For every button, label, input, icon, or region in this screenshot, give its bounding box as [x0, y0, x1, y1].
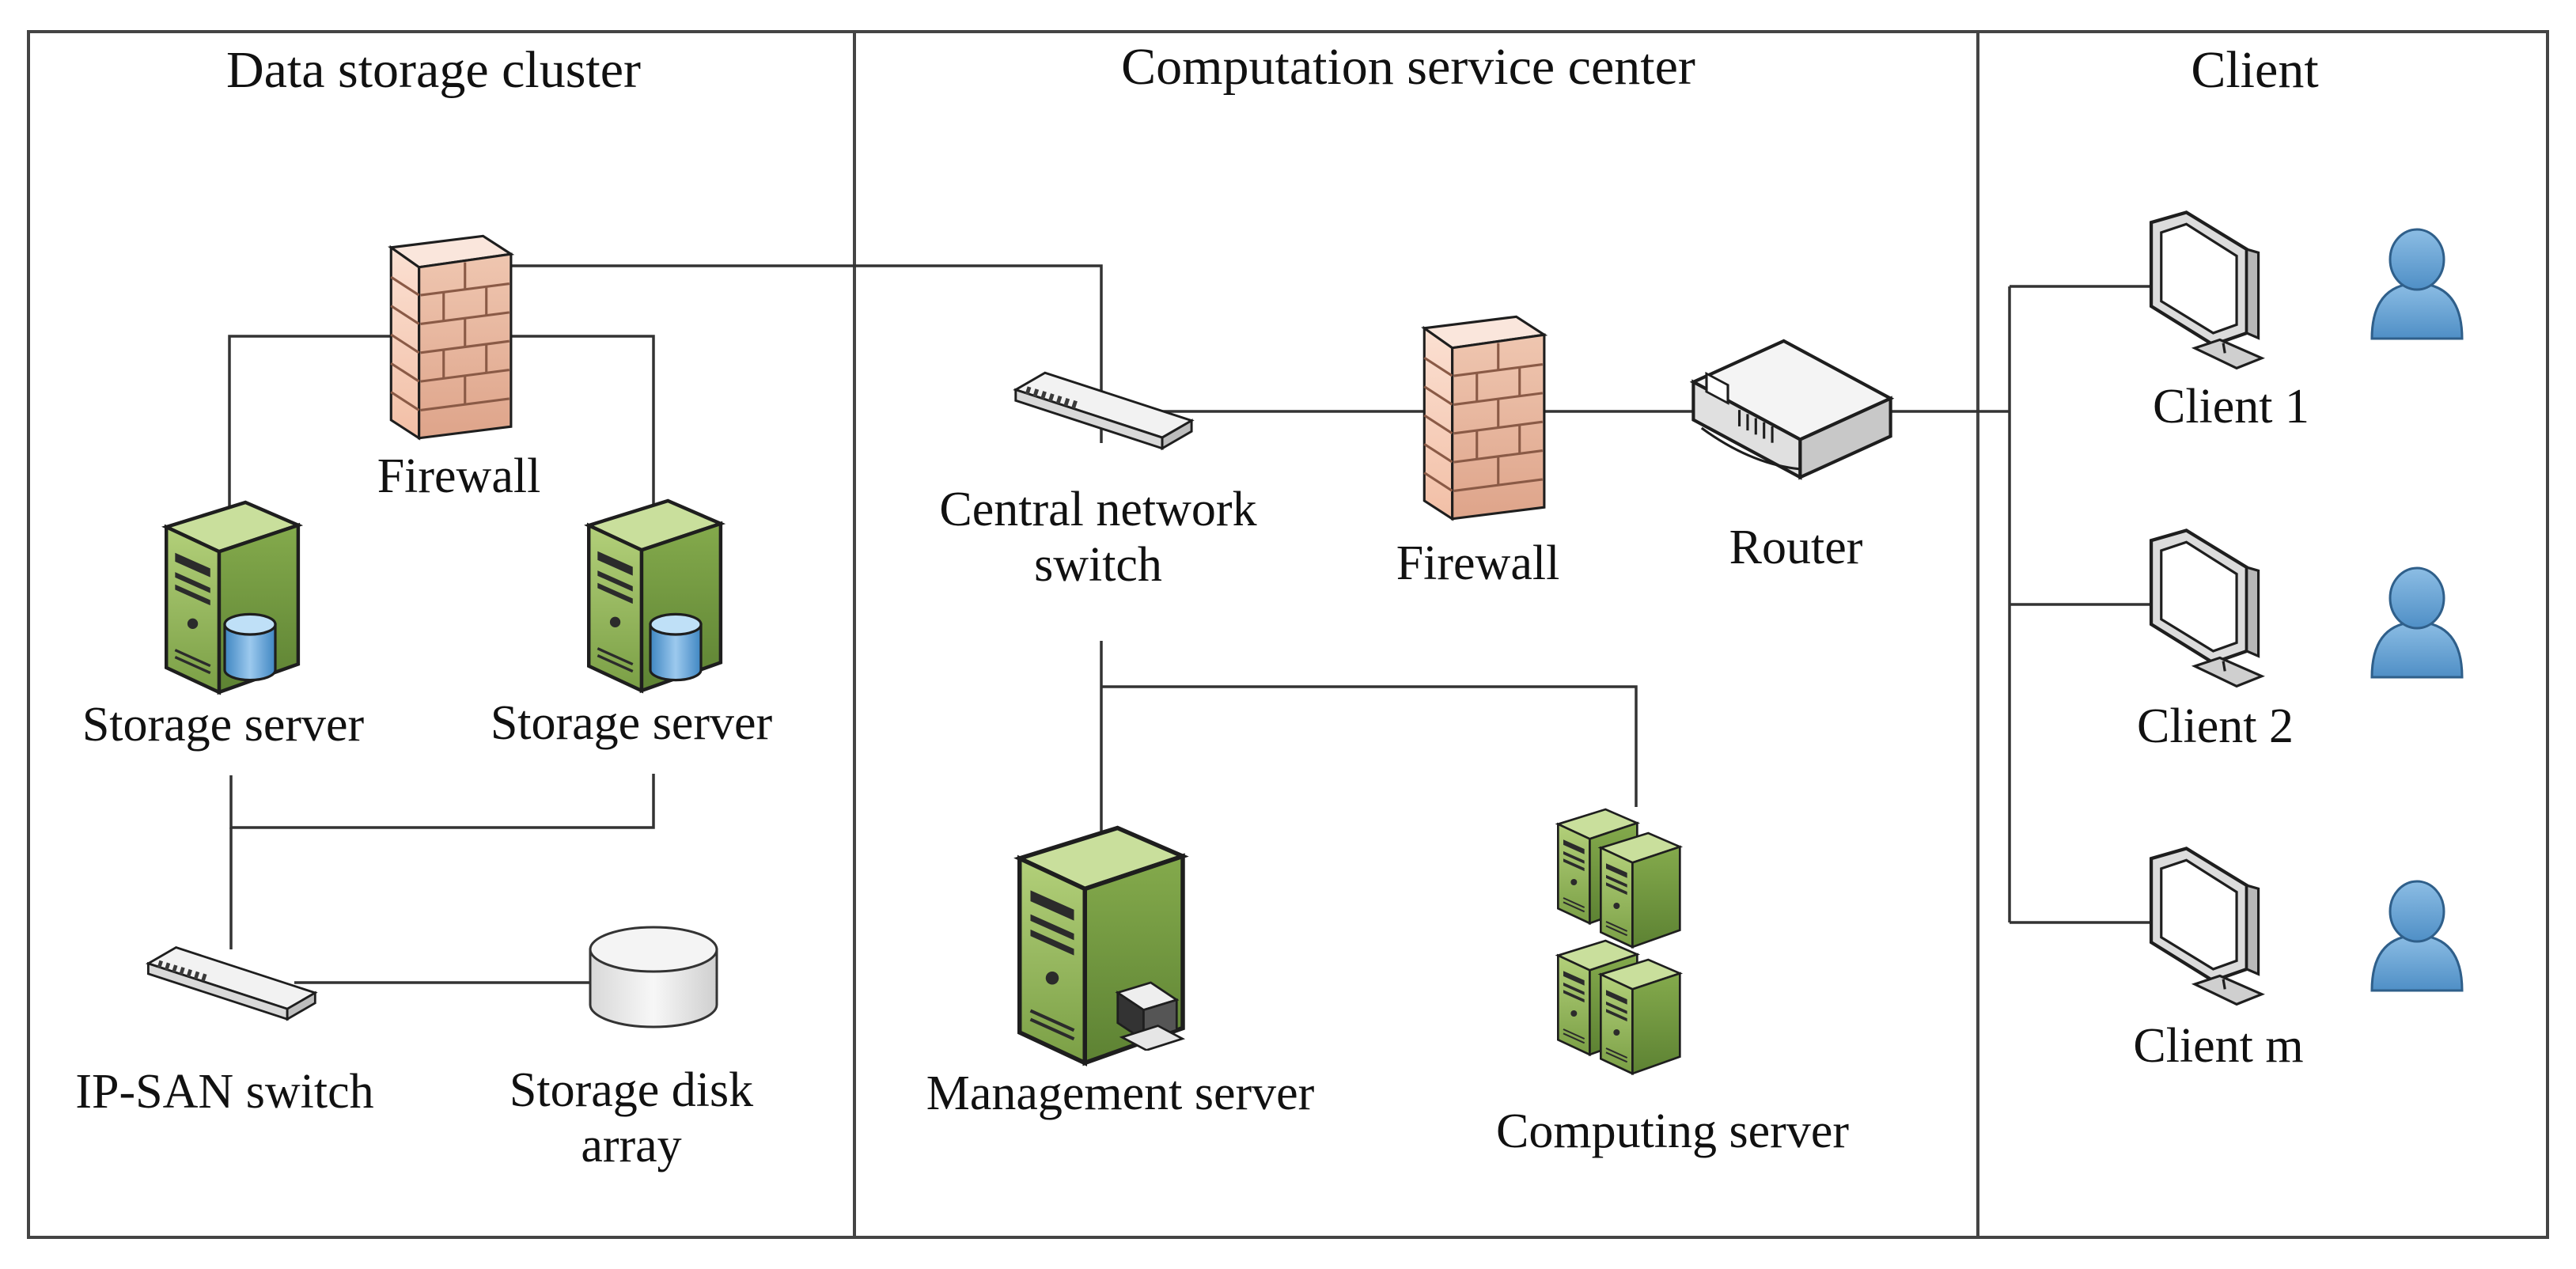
storage-server-1-db-icon [223, 612, 277, 682]
storage-server-1-label: Storage server [82, 698, 365, 752]
computation-firewall-icon [1422, 315, 1546, 521]
computation-section-title: Computation service center [1121, 38, 1695, 96]
client-section-panel [1976, 30, 2549, 1239]
ipsan-switch-label: IP-SAN switch [75, 1065, 373, 1119]
storage-server-2-db-icon [649, 612, 703, 682]
storage-disk-array-icon [589, 926, 718, 1028]
storage-section-panel [27, 30, 856, 1239]
storage-section-title: Data storage cluster [226, 41, 641, 99]
computation-firewall-label: Firewall [1396, 536, 1560, 590]
router-label: Router [1729, 521, 1863, 574]
central-network-switch-label-line2: switch [1034, 538, 1162, 592]
computation-section-panel [853, 30, 1979, 1239]
storage-disk-array-label-line2: array [581, 1119, 681, 1172]
connection-lines [228, 264, 2158, 984]
client-2-label: Client 2 [2137, 699, 2294, 753]
computing-server-label: Computing server [1496, 1104, 1849, 1158]
storage-firewall-icon [389, 234, 513, 440]
storage-server-2-label: Storage server [491, 696, 773, 750]
storage-disk-array-label-line1: Storage disk [510, 1063, 753, 1117]
management-server-label: Management server [926, 1066, 1315, 1120]
central-network-switch-label-line1: Central network [939, 483, 1256, 536]
storage-firewall-label: Firewall [377, 449, 541, 503]
client-section-title: Client [2191, 41, 2318, 99]
client-1-label: Client 1 [2153, 380, 2309, 434]
client-m-label: Client m [2133, 1019, 2303, 1073]
